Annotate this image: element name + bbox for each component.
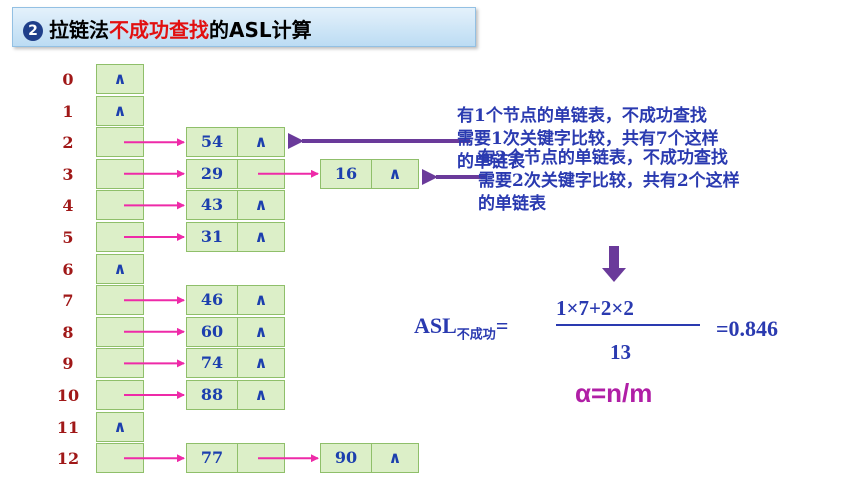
node-key: 16 <box>321 159 372 188</box>
bucket-index: 3 <box>62 164 74 184</box>
title-highlight: 不成功查找 <box>109 18 209 42</box>
node-key: 43 <box>187 191 238 220</box>
node-next-pointer: ∧ <box>254 227 268 246</box>
title-prefix: 拉链法 <box>49 18 109 42</box>
null-pointer: ∧ <box>113 416 127 436</box>
null-pointer: ∧ <box>113 100 127 120</box>
list-node: 16 ∧ <box>320 158 419 189</box>
bucket-cell: ∧ <box>96 253 144 284</box>
list-node: 46 ∧ <box>186 285 285 316</box>
node-next-pointer: ∧ <box>388 448 402 468</box>
node-next-pointer: ∧ <box>254 385 268 404</box>
load-factor: α=n/m <box>575 378 653 408</box>
asl-subscript: 不成功 <box>456 327 496 343</box>
node-key: 46 <box>187 286 238 315</box>
title-suffix: 的ASL计算 <box>209 18 312 42</box>
null-pointer: ∧ <box>113 69 127 88</box>
bucket-index: 6 <box>62 259 74 279</box>
bucket-index: 7 <box>62 291 74 311</box>
bucket-cell <box>96 190 144 221</box>
node-key: 77 <box>187 444 238 473</box>
node-key: 60 <box>187 317 238 346</box>
step-number-badge: 2 <box>23 21 43 41</box>
list-node: 90 ∧ <box>320 443 419 474</box>
bucket-cell: ∧ <box>96 95 144 126</box>
bucket-index: 0 <box>62 70 74 89</box>
node-key: 90 <box>321 444 372 473</box>
bucket-index: 2 <box>62 133 74 153</box>
down-arrow <box>602 246 626 282</box>
bucket-index: 5 <box>62 228 74 247</box>
asl-label: ASL不成功= <box>414 313 509 343</box>
node-key: 54 <box>187 128 238 157</box>
title: 2 拉链法不成功查找的ASL计算 <box>23 14 312 43</box>
title-banner: 2 拉链法不成功查找的ASL计算 <box>12 7 476 47</box>
list-node: 54 ∧ <box>186 127 285 158</box>
node-next-pointer: ∧ <box>388 163 402 183</box>
bucket-index: 8 <box>62 322 74 342</box>
node-next-pointer: ∧ <box>254 353 268 373</box>
formula-numerator: 1×7+2×2 <box>556 296 634 320</box>
bucket-index: 10 <box>56 386 80 405</box>
formula-denominator: 13 <box>610 340 631 364</box>
note-one-node-lists: 有1个节点的单链表，不成功查找 需要1次关键字比较，共有7个这样 的单链表 <box>457 106 719 172</box>
note-two-node-lists: 有2个节点的单链表，不成功查找 需要2次关键字比较，共有2个这样 的单链表 <box>478 148 740 214</box>
list-node: 88 ∧ <box>186 380 285 410</box>
node-key: 31 <box>187 223 238 251</box>
node-next-pointer: ∧ <box>254 290 268 310</box>
bucket-cell: ∧ <box>96 64 144 94</box>
formula-result: =0.846 <box>716 316 779 341</box>
bucket-index: 12 <box>56 449 80 469</box>
node-next-pointer: ∧ <box>254 321 268 341</box>
node-key: 88 <box>187 381 238 409</box>
node-next-pointer: ∧ <box>254 132 268 152</box>
node-key: 74 <box>187 349 238 378</box>
bucket-index: 4 <box>62 196 74 216</box>
null-pointer: ∧ <box>113 258 127 278</box>
list-node: 60 ∧ <box>186 316 285 347</box>
bucket-index: 1 <box>62 101 74 121</box>
list-node: 43 ∧ <box>186 190 285 221</box>
bucket-index: 11 <box>56 417 80 437</box>
list-node: 31 ∧ <box>186 222 285 252</box>
node-next-pointer: ∧ <box>254 195 268 215</box>
bucket-index: 9 <box>62 354 74 374</box>
list-node: 74 ∧ <box>186 348 285 379</box>
bucket-cell: ∧ <box>96 411 144 442</box>
node-key: 29 <box>187 159 238 188</box>
